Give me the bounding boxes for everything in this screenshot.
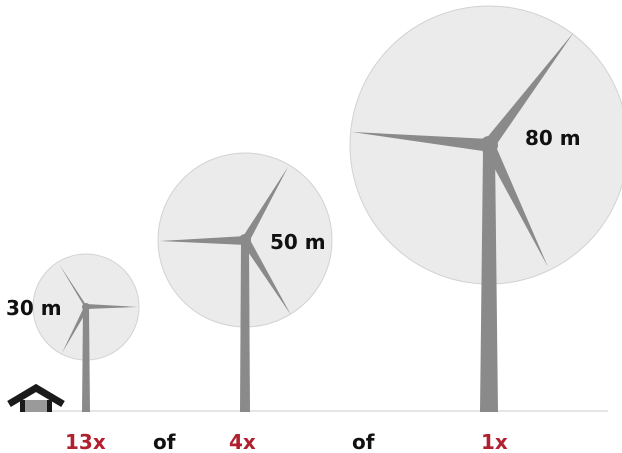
hub-medium <box>239 234 251 246</box>
connector-word-1: of <box>153 430 176 453</box>
blade-small-up <box>59 264 88 308</box>
blade-medium-left <box>160 236 246 245</box>
house-icon <box>7 383 65 412</box>
hub-small <box>82 303 90 311</box>
blade-small-right <box>86 304 138 309</box>
turbine-large <box>349 5 622 412</box>
blade-medium-down <box>242 238 291 315</box>
blade-medium-up <box>242 167 288 242</box>
count-label-large: 1x <box>481 430 508 453</box>
blade-large-up <box>485 32 574 148</box>
count-label-small: 13x <box>65 430 106 453</box>
connector-word-2: of <box>352 430 375 453</box>
tower-large <box>480 150 498 412</box>
hub-large <box>480 136 498 154</box>
tower-medium <box>240 244 250 412</box>
turbine-medium <box>157 152 333 412</box>
diameter-label-small: 30 m <box>6 296 62 320</box>
blade-small-down <box>62 307 88 353</box>
blade-large-left <box>352 132 490 152</box>
diameter-label-large: 80 m <box>525 126 581 150</box>
blade-large-down <box>484 142 548 267</box>
turbine-small <box>32 253 140 412</box>
count-label-medium: 4x <box>229 430 256 453</box>
tower-small <box>82 309 90 412</box>
diameter-label-medium: 50 m <box>270 230 326 254</box>
